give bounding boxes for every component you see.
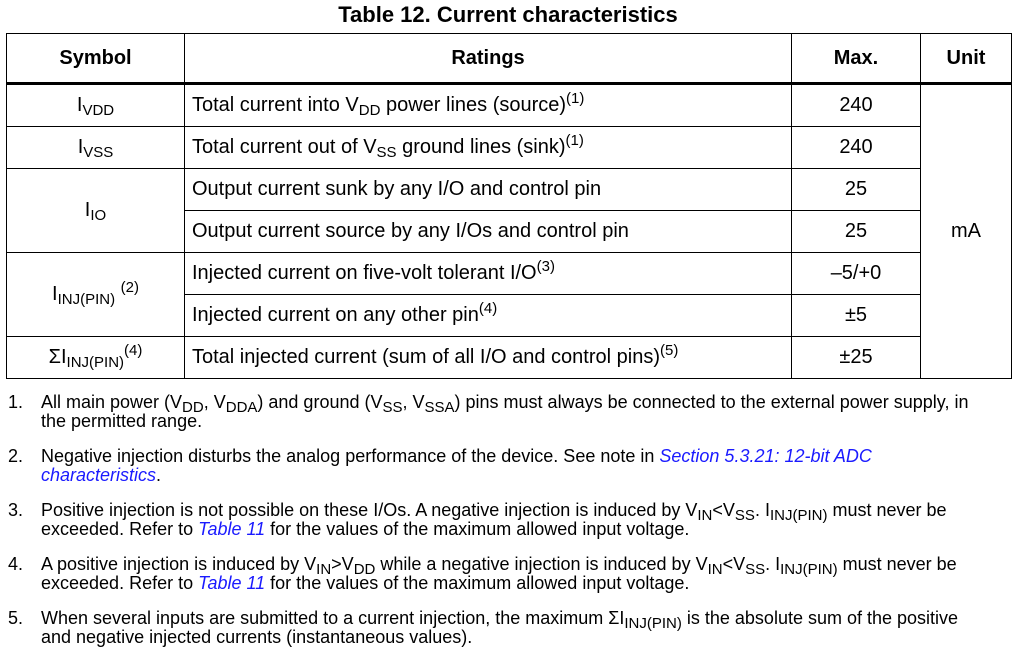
- table-row: IVDD Total current into VDD power lines …: [6, 83, 1012, 379]
- note-text: Negative injection disturbs the analog p…: [41, 446, 872, 485]
- max-cell: 25: [791, 210, 921, 253]
- note-number: 2.: [8, 446, 24, 466]
- note-4: 4. A positive injection is induced by VI…: [8, 555, 988, 593]
- table-row: IVSS Total current out of VSS ground lin…: [6, 126, 1012, 169]
- symbol-cell: IVDD: [6, 83, 185, 127]
- max-cell: ±25: [791, 336, 921, 379]
- note-number: 1.: [8, 392, 24, 412]
- max-cell: ±5: [791, 294, 921, 337]
- rating-cell: Total current into VDD power lines (sour…: [184, 83, 792, 127]
- table-row: Output current source by any I/Os and co…: [7, 210, 1012, 253]
- max-cell: 240: [791, 83, 921, 127]
- note-text: When several inputs are submitted to a c…: [41, 608, 959, 647]
- rating-cell: Output current source by any I/Os and co…: [184, 210, 792, 253]
- table-row: IIO Output current sunk by any I/O and c…: [6, 168, 1012, 253]
- max-cell: 240: [791, 126, 921, 169]
- rating-cell: Injected current on any other pin(4): [184, 294, 792, 337]
- note-2: 2. Negative injection disturbs the analo…: [8, 447, 988, 485]
- rating-cell: Total current out of VSS ground lines (s…: [184, 126, 792, 169]
- symbol-cell: IIO: [6, 168, 185, 253]
- note-number: 4.: [8, 554, 24, 574]
- note-text: A positive injection is induced by VIN>V…: [41, 554, 957, 593]
- note-text: All main power (VDD, VDDA) and ground (V…: [41, 392, 969, 431]
- header-symbol: Symbol: [6, 33, 185, 85]
- note-number: 3.: [8, 500, 24, 520]
- section-adc-link[interactable]: Section 5.3.21: 12-bit ADC characteristi…: [41, 446, 872, 485]
- table-row: IINJ(PIN) (2) Injected current on five-v…: [6, 252, 1012, 337]
- note-1: 1. All main power (VDD, VDDA) and ground…: [8, 393, 988, 431]
- rating-cell: Output current sunk by any I/O and contr…: [184, 168, 792, 211]
- current-characteristics-table: Symbol Ratings Max. Unit IVDD Total curr…: [6, 33, 1012, 379]
- table-row: Injected current on any other pin(4) ±5: [7, 294, 1012, 337]
- table-header-row: Symbol Ratings Max. Unit: [6, 33, 1012, 85]
- rating-cell: Total injected current (sum of all I/O a…: [184, 336, 792, 379]
- note-3: 3. Positive injection is not possible on…: [8, 501, 988, 539]
- table-notes: 1. All main power (VDD, VDDA) and ground…: [8, 393, 988, 663]
- max-cell: –5/+0: [791, 252, 921, 295]
- symbol-cell: IINJ(PIN) (2): [6, 252, 185, 337]
- note-text: Positive injection is not possible on th…: [41, 500, 947, 539]
- rating-cell: Injected current on five-volt tolerant I…: [184, 252, 792, 295]
- table-11-link[interactable]: Table 11: [198, 573, 266, 593]
- unit-cell: mA: [920, 83, 1012, 379]
- table-11-link[interactable]: Table 11: [198, 519, 266, 539]
- header-max: Max.: [791, 33, 921, 85]
- table-caption: Table 12. Current characteristics: [338, 2, 678, 27]
- note-number: 5.: [8, 608, 24, 628]
- header-unit: Unit: [920, 33, 1012, 85]
- max-cell: 25: [791, 168, 921, 211]
- symbol-cell: IVSS: [6, 126, 185, 169]
- table-row: ΣIINJ(PIN)(4) Total injected current (su…: [6, 336, 1012, 379]
- symbol-cell: ΣIINJ(PIN)(4): [6, 336, 185, 379]
- note-5: 5. When several inputs are submitted to …: [8, 609, 988, 647]
- header-ratings: Ratings: [184, 33, 792, 85]
